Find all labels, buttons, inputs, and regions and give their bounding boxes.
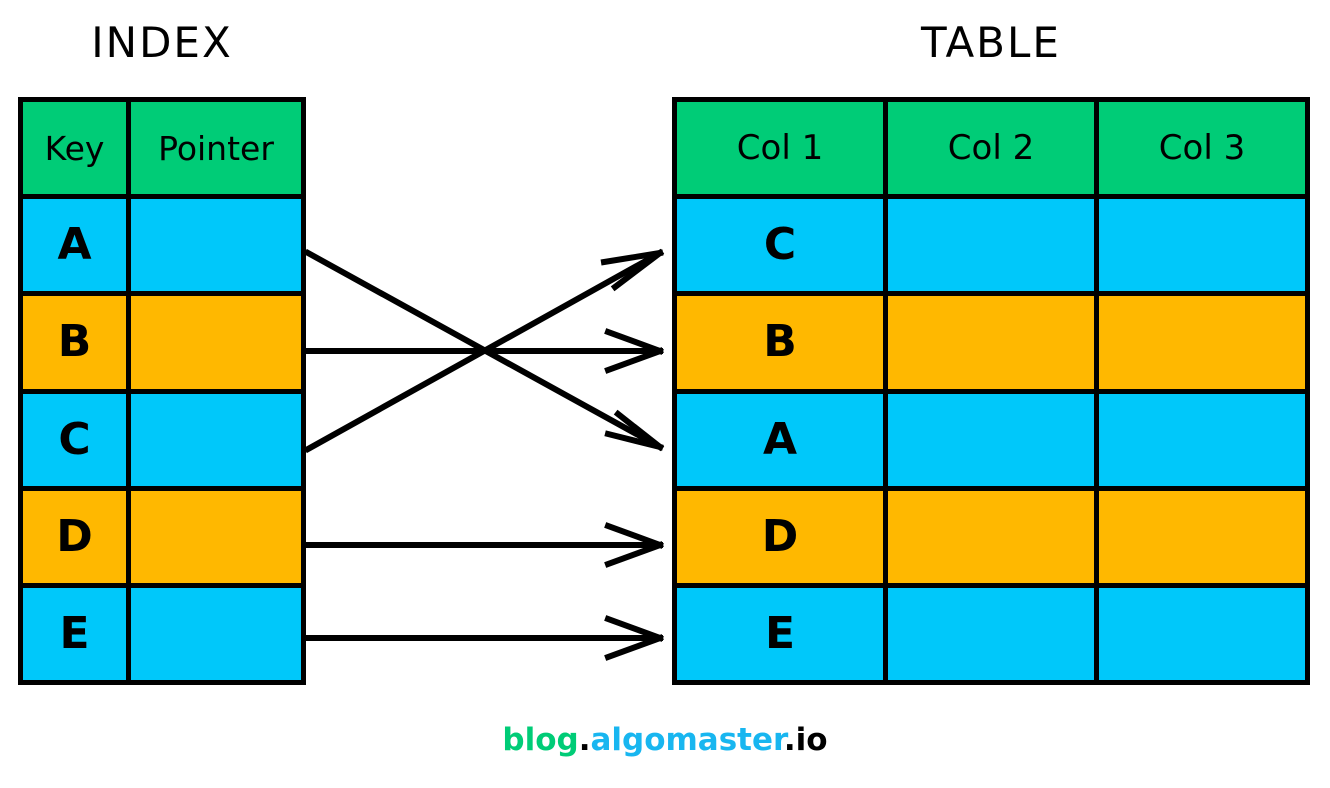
- footer-branding: blog.algomaster.io: [0, 722, 1330, 758]
- index-row-b: B: [23, 296, 301, 394]
- pointer-arrow-e: [305, 615, 664, 661]
- index-key-label-b: B: [57, 316, 92, 368]
- index-key-label-a: A: [57, 219, 92, 271]
- index-cell-pointer-a: [131, 199, 301, 292]
- table-header-cell-col3: Col 3: [1099, 102, 1305, 195]
- index-header-label-key: Key: [44, 128, 105, 168]
- brand-dot-2: .: [783, 722, 796, 758]
- index-key-label-e: E: [59, 607, 90, 659]
- table-cell-col2-e: [888, 587, 1099, 681]
- table-row-b: B: [677, 296, 1305, 394]
- index-cell-pointer-b: [131, 296, 301, 389]
- table-cell-col2-a: [888, 393, 1099, 486]
- data-table: Col 1 Col 2 Col 3 C B: [672, 97, 1310, 685]
- pointer-arrow-c: [303, 248, 665, 454]
- table-row-e: E: [677, 587, 1305, 681]
- table-header-cell-col2: Col 2: [888, 102, 1099, 195]
- index-row-a: A: [23, 199, 301, 297]
- index-cell-key-e: E: [23, 587, 131, 681]
- table-cell-col1-e: E: [677, 587, 888, 681]
- table-row-a: A: [677, 393, 1305, 491]
- table-header-label-col3: Col 3: [1158, 128, 1246, 169]
- index-cell-pointer-c: [131, 393, 301, 486]
- table-cell-col3-c: [1099, 199, 1305, 292]
- index-cell-pointer-d: [131, 490, 301, 583]
- table-header-label-col2: Col 2: [947, 128, 1035, 169]
- table-cell-col3-d: [1099, 490, 1305, 583]
- brand-dot-1: .: [578, 722, 591, 758]
- table-header-cell-col1: Col 1: [677, 102, 888, 195]
- pointer-arrow-d: [305, 522, 664, 568]
- index-cell-key-b: B: [23, 296, 131, 389]
- table-cell-col1-d: D: [677, 490, 888, 583]
- brand-part-algomaster: algomaster: [590, 722, 784, 758]
- table-value-col1-c: C: [763, 219, 797, 271]
- table-value-col1-a: A: [762, 413, 798, 465]
- table-value-col1-d: D: [761, 510, 799, 562]
- index-header-cell-key: Key: [23, 102, 131, 195]
- index-row-d: D: [23, 490, 301, 588]
- table-cell-col2-c: [888, 199, 1099, 292]
- brand-part-io: io: [795, 722, 828, 758]
- index-header-row: Key Pointer: [23, 102, 301, 200]
- index-table: Key Pointer A B C: [18, 97, 306, 685]
- table-cell-col1-b: B: [677, 296, 888, 389]
- table-cell-col2-b: [888, 296, 1099, 389]
- pointer-arrow-a: [303, 248, 665, 452]
- brand-part-blog: blog: [502, 722, 579, 758]
- index-panel-title: INDEX: [91, 18, 233, 67]
- table-cell-col1-a: A: [677, 393, 888, 486]
- index-cell-key-c: C: [23, 393, 131, 486]
- table-row-c: C: [677, 199, 1305, 297]
- table-cell-col3-b: [1099, 296, 1305, 389]
- table-panel-title: TABLE: [921, 18, 1061, 67]
- table-row-d: D: [677, 490, 1305, 588]
- index-header-cell-pointer: Pointer: [131, 102, 301, 195]
- index-cell-key-d: D: [23, 490, 131, 583]
- pointer-arrow-b: [305, 328, 664, 374]
- table-header-row: Col 1 Col 2 Col 3: [677, 102, 1305, 200]
- index-cell-key-a: A: [23, 199, 131, 292]
- index-header-label-pointer: Pointer: [158, 128, 274, 168]
- table-cell-col3-e: [1099, 587, 1305, 681]
- table-header-label-col1: Col 1: [736, 128, 824, 169]
- table-cell-col1-c: C: [677, 199, 888, 292]
- index-row-e: E: [23, 587, 301, 681]
- table-value-col1-e: E: [764, 607, 796, 659]
- index-key-label-c: C: [58, 413, 91, 465]
- index-cell-pointer-e: [131, 587, 301, 681]
- table-value-col1-b: B: [763, 316, 797, 368]
- index-row-c: C: [23, 393, 301, 491]
- table-cell-col2-d: [888, 490, 1099, 583]
- table-cell-col3-a: [1099, 393, 1305, 486]
- index-key-label-d: D: [56, 510, 93, 562]
